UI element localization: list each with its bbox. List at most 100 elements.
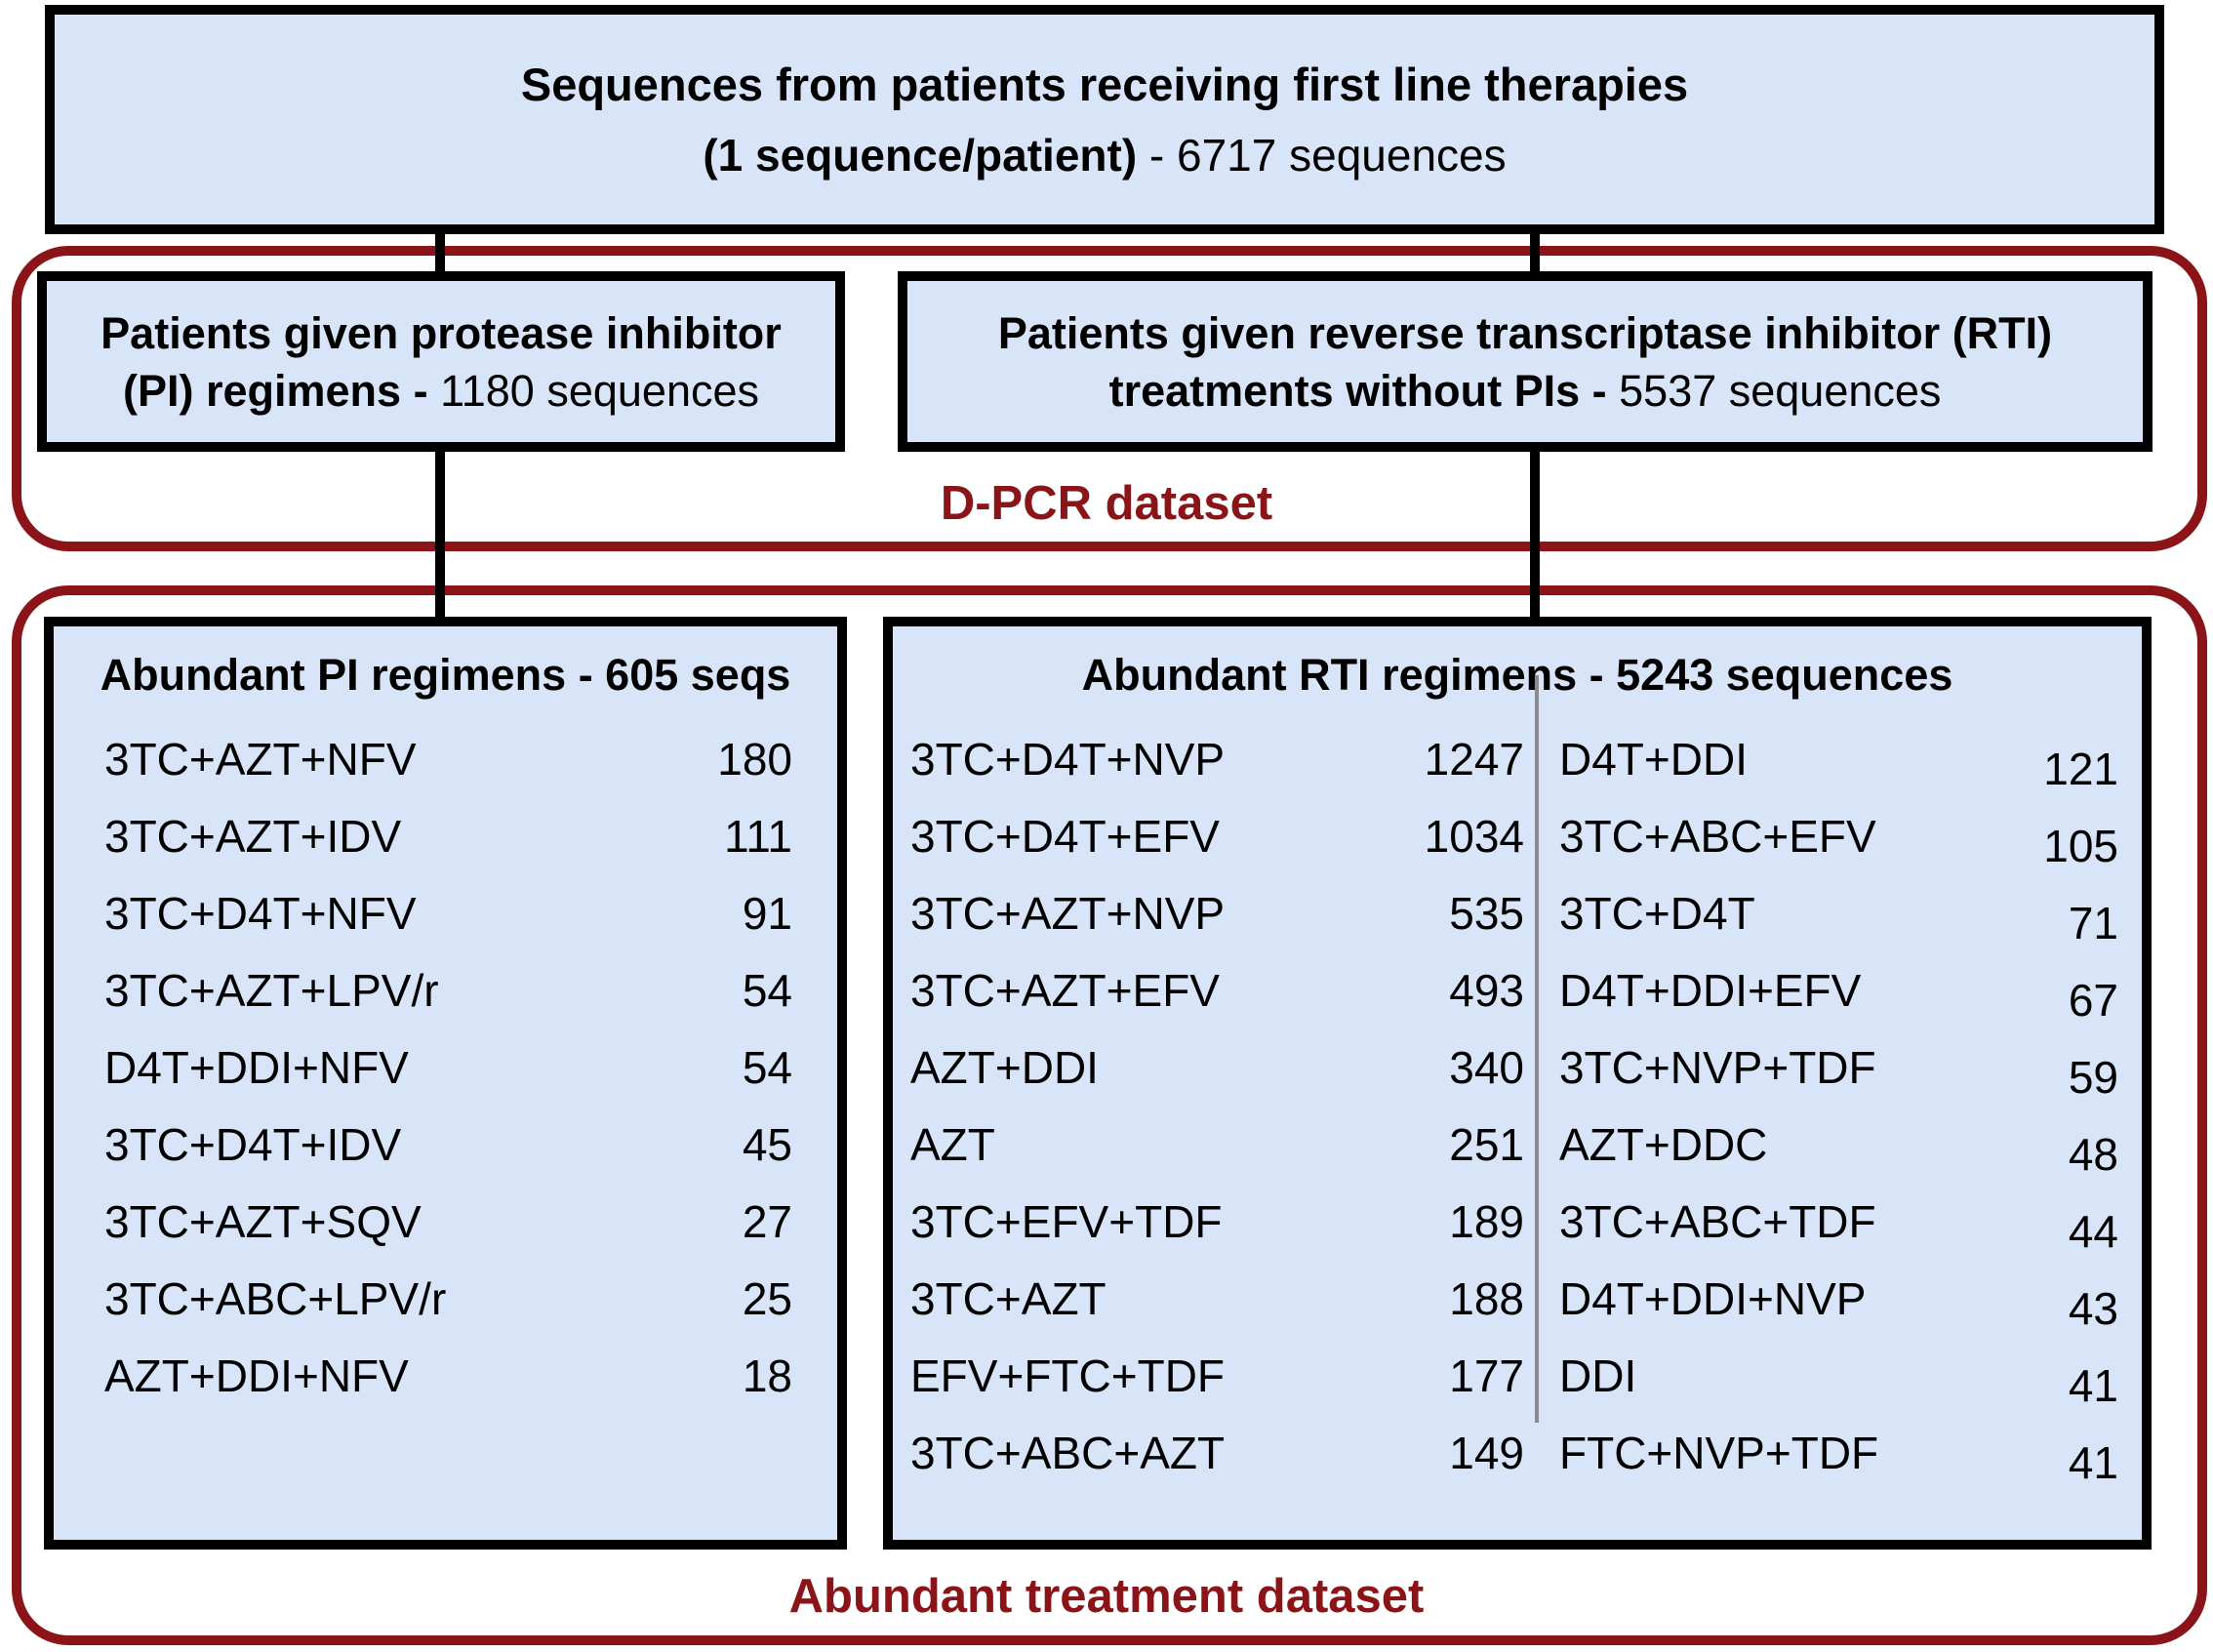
connector-rti-to-abundant-rti xyxy=(1530,444,1540,625)
regimen-name: 3TC+D4T+NFV xyxy=(104,887,417,939)
regimen-row: 3TC+D4T+IDV 45 xyxy=(54,1106,837,1183)
node-pi-regimens: Patients given protease inhibitor (PI) r… xyxy=(37,271,845,452)
regimen-row: D4T+DDI 121 xyxy=(1538,720,2142,797)
regimen-count: 41 xyxy=(2068,1359,2118,1411)
regimen-name: 3TC+AZT+NFV xyxy=(104,733,417,785)
regimen-count: 18 xyxy=(742,1350,792,1401)
dpcr-dataset-label: D-PCR dataset xyxy=(940,477,1273,530)
regimen-count: 180 xyxy=(717,733,792,785)
regimen-row: 3TC+AZT+NFV 180 xyxy=(54,720,837,797)
regimen-row: 3TC+D4T 71 xyxy=(1538,874,2142,951)
connector-top-to-rti xyxy=(1530,226,1540,281)
node-rti-line2: treatments without PIs - 5537 sequences xyxy=(907,362,2143,420)
regimen-row: 3TC+AZT+SQV 27 xyxy=(54,1183,837,1260)
regimen-count: 251 xyxy=(1449,1118,1524,1170)
regimen-count: 67 xyxy=(2068,974,2118,1026)
dpcr-dataset-group-rect xyxy=(12,246,2207,551)
regimen-row: 3TC+ABC+AZT 149 xyxy=(893,1414,1538,1491)
regimen-count: 535 xyxy=(1449,887,1524,939)
node-pi-line2: (PI) regimens - 1180 sequences xyxy=(47,362,835,420)
connector-pi-to-abundant-pi xyxy=(435,444,445,625)
regimen-name: FTC+NVP+TDF xyxy=(1559,1427,1879,1478)
regimen-count: 177 xyxy=(1449,1350,1524,1401)
regimen-row: 3TC+ABC+TDF 44 xyxy=(1538,1183,2142,1260)
regimen-row: 3TC+ABC+LPV/r 25 xyxy=(54,1260,837,1337)
abundant-rti-right-column: D4T+DDI 121 3TC+ABC+EFV 105 3TC+D4T 71 xyxy=(1538,720,2142,1491)
regimen-name: 3TC+AZT+EFV xyxy=(910,964,1220,1016)
regimen-row: 3TC+AZT+IDV 111 xyxy=(54,797,837,874)
node-all-sequences: Sequences from patients receiving first … xyxy=(45,5,2164,234)
regimen-count: 1034 xyxy=(1424,810,1524,862)
abundant-rti-columns: 3TC+D4T+NVP 1247 3TC+D4T+EFV 1034 3TC+AZ… xyxy=(893,703,2142,1491)
abundant-pi-header: Abundant PI regimens - 605 seqs xyxy=(100,650,791,700)
regimen-count: 44 xyxy=(2068,1205,2118,1257)
abundant-rti-left-column: 3TC+D4T+NVP 1247 3TC+D4T+EFV 1034 3TC+AZ… xyxy=(893,720,1538,1491)
regimen-name: 3TC+AZT+SQV xyxy=(104,1195,422,1247)
abundant-pi-list: 3TC+AZT+NFV 180 3TC+AZT+IDV 111 3TC+D4T+… xyxy=(54,720,837,1414)
regimen-name: 3TC+ABC+TDF xyxy=(1559,1195,1876,1247)
regimen-row: 3TC+AZT+NVP 535 xyxy=(893,874,1538,951)
regimen-count: 45 xyxy=(742,1118,792,1170)
regimen-count: 54 xyxy=(742,964,792,1016)
regimen-name: 3TC+ABC+LPV/r xyxy=(104,1272,447,1324)
regimen-name: 3TC+AZT+NVP xyxy=(910,887,1226,939)
regimen-count: 121 xyxy=(2043,743,2118,794)
regimen-name: 3TC+D4T xyxy=(1559,887,1755,939)
node-pi-line1: Patients given protease inhibitor xyxy=(101,307,782,358)
regimen-name: 3TC+ABC+EFV xyxy=(1559,810,1876,862)
regimen-count: 54 xyxy=(742,1041,792,1093)
rti-line2-count-part: 5537 sequences xyxy=(1606,365,1942,416)
regimen-row: AZT+DDI+NFV 18 xyxy=(54,1337,837,1414)
regimen-row: 3TC+AZT+EFV 493 xyxy=(893,951,1538,1028)
node-abundant-rti-regimens: Abundant RTI regimens - 5243 sequences 3… xyxy=(883,617,2152,1550)
regimen-row: D4T+DDI+NFV 54 xyxy=(54,1028,837,1106)
pi-line2-count-part: 1180 sequences xyxy=(427,365,759,416)
node-rti-treatments: Patients given reverse transcriptase inh… xyxy=(898,271,2153,452)
abundant-rti-header: Abundant RTI regimens - 5243 sequences xyxy=(1081,650,1953,700)
node-abundant-pi-regimens: Abundant PI regimens - 605 seqs 3TC+AZT+… xyxy=(44,617,847,1550)
regimen-count: 71 xyxy=(2068,897,2118,948)
regimen-count: 25 xyxy=(742,1272,792,1324)
regimen-name: AZT xyxy=(910,1118,995,1170)
node-rti-line1: Patients given reverse transcriptase inh… xyxy=(997,307,2053,358)
regimen-row: FTC+NVP+TDF 41 xyxy=(1538,1414,2142,1491)
regimen-row: AZT+DDC 48 xyxy=(1538,1106,2142,1183)
regimen-count: 43 xyxy=(2068,1282,2118,1334)
regimen-name: 3TC+EFV+TDF xyxy=(910,1195,1223,1247)
regimen-row: D4T+DDI+NVP 43 xyxy=(1538,1260,2142,1337)
regimen-count: 91 xyxy=(742,887,792,939)
regimen-row: D4T+DDI+EFV 67 xyxy=(1538,951,2142,1028)
regimen-name: 3TC+D4T+NVP xyxy=(910,733,1226,785)
rti-column-divider xyxy=(1535,675,1539,1423)
regimen-name: EFV+FTC+TDF xyxy=(910,1350,1226,1401)
regimen-name: DDI xyxy=(1559,1350,1637,1401)
regimen-name: 3TC+D4T+EFV xyxy=(910,810,1220,862)
regimen-row: 3TC+AZT 188 xyxy=(893,1260,1538,1337)
regimen-row: 3TC+D4T+EFV 1034 xyxy=(893,797,1538,874)
regimen-row: 3TC+AZT+LPV/r 54 xyxy=(54,951,837,1028)
regimen-name: D4T+DDI+EFV xyxy=(1559,964,1862,1016)
regimen-name: AZT+DDC xyxy=(1559,1118,1768,1170)
regimen-count: 27 xyxy=(742,1195,792,1247)
regimen-row: AZT 251 xyxy=(893,1106,1538,1183)
regimen-name: 3TC+D4T+IDV xyxy=(104,1118,402,1170)
regimen-count: 340 xyxy=(1449,1041,1524,1093)
regimen-name: AZT+DDI+NFV xyxy=(104,1350,409,1401)
subtitle-bold-part: (1 sequence/patient) xyxy=(703,129,1138,181)
regimen-name: D4T+DDI+NFV xyxy=(104,1041,409,1093)
node-all-sequences-subtitle: (1 sequence/patient) - 6717 sequences xyxy=(55,120,2154,190)
regimen-name: 3TC+NVP+TDF xyxy=(1559,1041,1876,1093)
regimen-row: 3TC+D4T+NFV 91 xyxy=(54,874,837,951)
regimen-count: 59 xyxy=(2068,1051,2118,1103)
regimen-row: 3TC+NVP+TDF 59 xyxy=(1538,1028,2142,1106)
regimen-name: 3TC+AZT xyxy=(910,1272,1106,1324)
regimen-name: D4T+DDI+NVP xyxy=(1559,1272,1867,1324)
regimen-row: 3TC+ABC+EFV 105 xyxy=(1538,797,2142,874)
regimen-count: 48 xyxy=(2068,1128,2118,1180)
regimen-row: 3TC+D4T+NVP 1247 xyxy=(893,720,1538,797)
regimen-count: 105 xyxy=(2043,820,2118,871)
regimen-name: AZT+DDI xyxy=(910,1041,1099,1093)
regimen-name: 3TC+AZT+IDV xyxy=(104,810,402,862)
connector-top-to-pi xyxy=(435,226,445,281)
